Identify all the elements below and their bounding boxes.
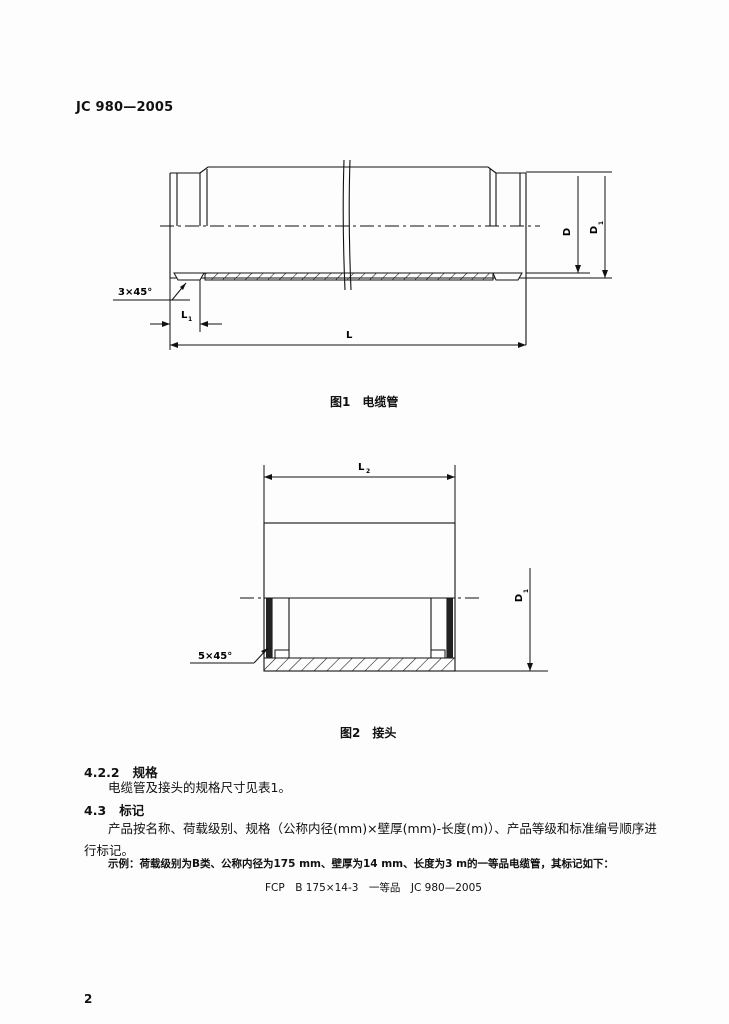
- dimension-d-label: D: [562, 228, 573, 236]
- joint-dimension-d1-subscript: 1: [523, 589, 530, 593]
- marking-example-text: 示例：荷载级别为B类、公称内径为175 mm、壁厚为14 mm、长度为3 m的一…: [108, 858, 615, 870]
- dimension-l1-subscript: 1: [188, 316, 192, 323]
- figure-1-caption: 图1 电缆管: [330, 395, 399, 409]
- page-number: 2: [84, 992, 93, 1006]
- section-4-2-2-text: 电缆管及接头的规格尺寸见表1。: [108, 780, 291, 795]
- figure-2-joint-drawing: L 2 D 1: [190, 462, 548, 672]
- section-4-2-2-heading: 4.2.2 规格: [84, 762, 158, 781]
- joint-dimension-d1-label: D: [514, 594, 525, 602]
- section-number: 4.2.2: [84, 765, 120, 780]
- chamfer-5x45-label: 5×45°: [198, 651, 232, 662]
- section-4-3-heading: 4.3 标记: [84, 800, 144, 819]
- dimension-d1-label: D: [589, 226, 600, 234]
- section-title: 规格: [132, 765, 158, 780]
- figure-1-cable-pipe-drawing: D D 1 3×45° L 1 L: [113, 159, 612, 350]
- section-number: 4.3: [84, 803, 107, 818]
- standard-code-header: JC 980—2005: [76, 100, 174, 115]
- section-4-3-text: 产品按名称、荷载级别、规格（公称内径(mm)×壁厚(mm)-长度(m)）、产品等…: [84, 821, 657, 858]
- marking-code: FCP B 175×14-3 一等品 JC 980—2005: [265, 882, 482, 894]
- dimension-l-label: L: [346, 330, 353, 341]
- figure-2-caption: 图2 接头: [340, 726, 397, 740]
- dimension-l1-label: L: [181, 310, 188, 321]
- dimension-l2-label: L: [358, 462, 365, 473]
- dimension-l2-subscript: 2: [366, 468, 370, 475]
- chamfer-3x45-label: 3×45°: [118, 287, 152, 298]
- dimension-d1-subscript: 1: [598, 221, 605, 225]
- section-title: 标记: [119, 803, 145, 818]
